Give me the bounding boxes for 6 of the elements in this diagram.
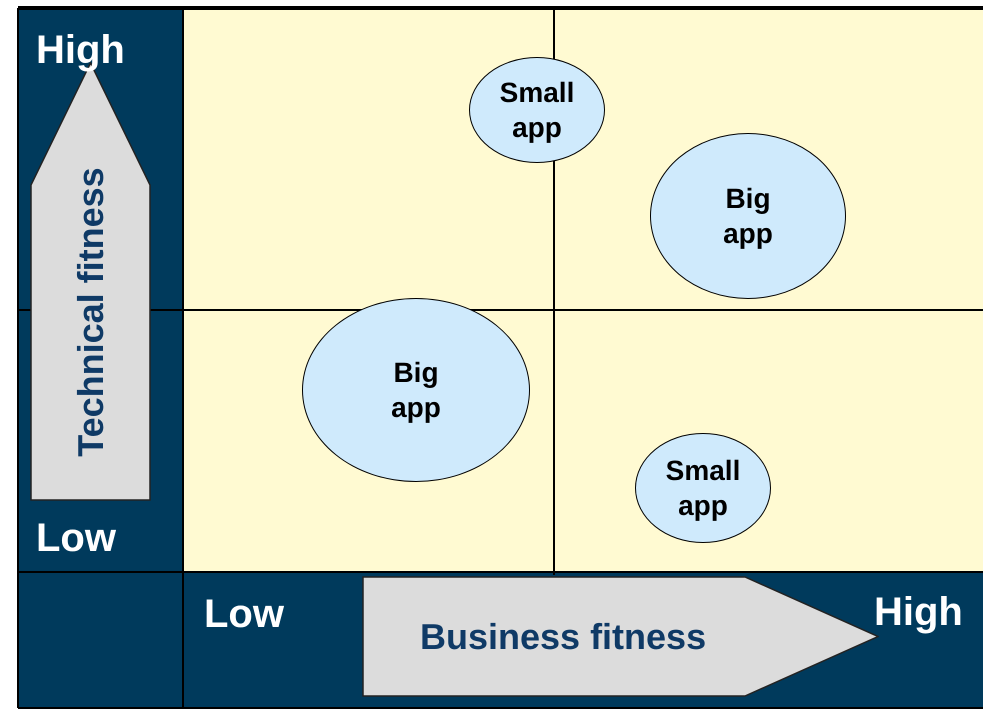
axis-title: Technical fitness <box>70 168 112 457</box>
axis-level-label: Low <box>36 518 116 558</box>
axis-level-label: High <box>874 592 963 632</box>
axis-level-label: Low <box>204 594 284 634</box>
axis-level-label: High <box>36 30 125 70</box>
axis-title: Business fitness <box>420 616 706 658</box>
